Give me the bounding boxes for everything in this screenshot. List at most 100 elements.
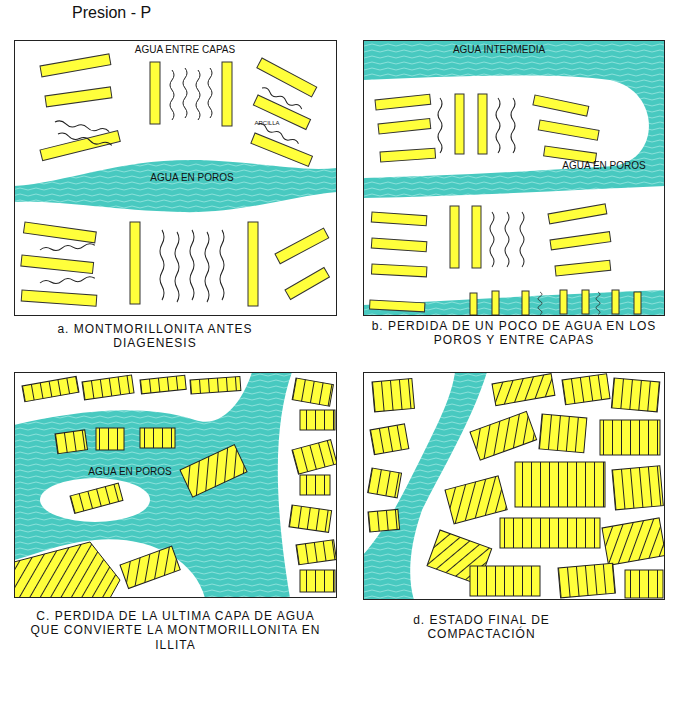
illite-stack	[296, 540, 336, 565]
illite-stack	[470, 411, 537, 460]
clay-layer	[21, 290, 97, 306]
illite-stack	[55, 430, 87, 454]
illite-stack	[300, 475, 330, 495]
clay-layer	[21, 255, 94, 273]
panel-a-art	[14, 54, 337, 306]
illite-stack	[611, 378, 659, 412]
clay-layer	[522, 291, 529, 315]
illite-stack	[190, 377, 241, 394]
clay-layer	[371, 264, 426, 277]
illite-stack	[300, 570, 335, 592]
clay-layer	[23, 222, 96, 243]
illite-stack	[82, 375, 134, 400]
clay-layer	[533, 95, 589, 116]
illite-stack	[14, 542, 120, 598]
illite-stack	[300, 410, 335, 430]
clay-layer	[130, 222, 140, 304]
clay-layer	[634, 292, 641, 314]
clay-layer	[375, 94, 431, 110]
illite-stack	[602, 518, 665, 565]
region-label: AGUA INTERMEDIA	[419, 44, 579, 56]
clay-layer	[472, 206, 481, 268]
interlayer-water	[160, 230, 164, 300]
illite-stack	[140, 428, 175, 448]
illite-stack	[492, 374, 555, 406]
interlayer-water	[496, 98, 500, 153]
interlayer-water	[183, 68, 187, 118]
diagram-panel: AGUA EN POROSC. PERDIDA DE LA ULTIMA CAP…	[14, 372, 337, 598]
panel-b-art	[363, 40, 665, 316]
diagram-title: Presion - P	[72, 4, 151, 22]
panel-caption: C. PERDIDA DE LA ULTIMA CAPA DE AGUA QUE…	[23, 609, 328, 652]
illite-stack	[370, 424, 409, 455]
illite-stack	[470, 566, 540, 596]
illite-stack	[368, 509, 400, 532]
clay-layer	[371, 238, 427, 252]
clay-layer	[45, 87, 112, 107]
clay-layer	[248, 222, 258, 306]
illite-stack	[445, 476, 507, 524]
illite-stack	[70, 483, 123, 513]
interlayer-water	[208, 68, 212, 118]
clay-layer	[478, 94, 487, 154]
diagram-panel: d. ESTADO FINAL DE COMPACTACIÓN	[363, 372, 665, 600]
illite-stack	[562, 374, 610, 405]
clay-layer	[470, 293, 477, 315]
panel-c-art	[14, 372, 337, 598]
illite-stack	[515, 462, 605, 507]
interlayer-water	[490, 212, 494, 267]
interlayer-water	[511, 98, 515, 153]
interlayer-water	[505, 212, 509, 267]
illite-stack	[368, 468, 402, 498]
clay-layer	[40, 54, 111, 77]
illite-stack	[96, 428, 124, 450]
clay-aggregate	[40, 478, 150, 522]
interlayer-water	[205, 232, 209, 302]
illite-stack	[372, 379, 414, 412]
illite-stack	[500, 518, 600, 548]
illite-stack	[22, 376, 79, 401]
clay-layer	[378, 119, 431, 134]
clay-layer	[380, 148, 436, 162]
interlayer-water	[538, 292, 542, 315]
illite-stack	[289, 505, 332, 532]
clay-layer	[492, 291, 499, 315]
clay-layer	[455, 94, 464, 154]
clay-layer	[257, 58, 317, 97]
illite-stack	[539, 414, 587, 453]
illite-stack	[140, 375, 186, 394]
panel-caption: b. PERDIDA DE UN POCO DE AGUA EN LOS POR…	[364, 319, 664, 348]
interlayer-water	[261, 86, 303, 111]
pore-water	[14, 372, 292, 598]
illite-stack	[625, 570, 663, 598]
interlayer-water	[58, 132, 113, 147]
illite-stack	[558, 563, 615, 598]
clay-layer	[548, 204, 607, 224]
interlayer-water	[190, 230, 194, 300]
clay-layer	[222, 62, 232, 126]
illite-stack	[612, 466, 663, 510]
intermediate-water	[363, 40, 665, 316]
panel-caption: d. ESTADO FINAL DE COMPACTACIÓN	[379, 613, 584, 642]
interlayer-water	[438, 98, 442, 153]
diagram-panel: AGUA ENTRE CAPASARCILLAAGUA EN POROSa. M…	[14, 40, 337, 316]
clay-layer	[150, 62, 160, 124]
illite-stack	[180, 445, 247, 498]
clay-layer	[251, 133, 313, 166]
panel-d-art	[363, 372, 665, 600]
clay-layer	[560, 290, 567, 314]
clay-layer	[285, 268, 329, 300]
panel-caption: a. MONTMORILLONITA ANTES DIAGENESIS	[45, 322, 265, 351]
illite-stack	[292, 440, 337, 475]
interlayer-water	[220, 230, 224, 300]
pore-water	[14, 160, 337, 212]
interlayer-water	[196, 70, 200, 120]
clay-layer	[612, 290, 619, 314]
interlayer-water	[55, 120, 110, 133]
interlayer-water	[170, 70, 174, 120]
interlayer-water	[175, 232, 179, 302]
region-label: AGUA ENTRE CAPAS	[110, 44, 260, 56]
interlayer-water	[596, 292, 600, 315]
